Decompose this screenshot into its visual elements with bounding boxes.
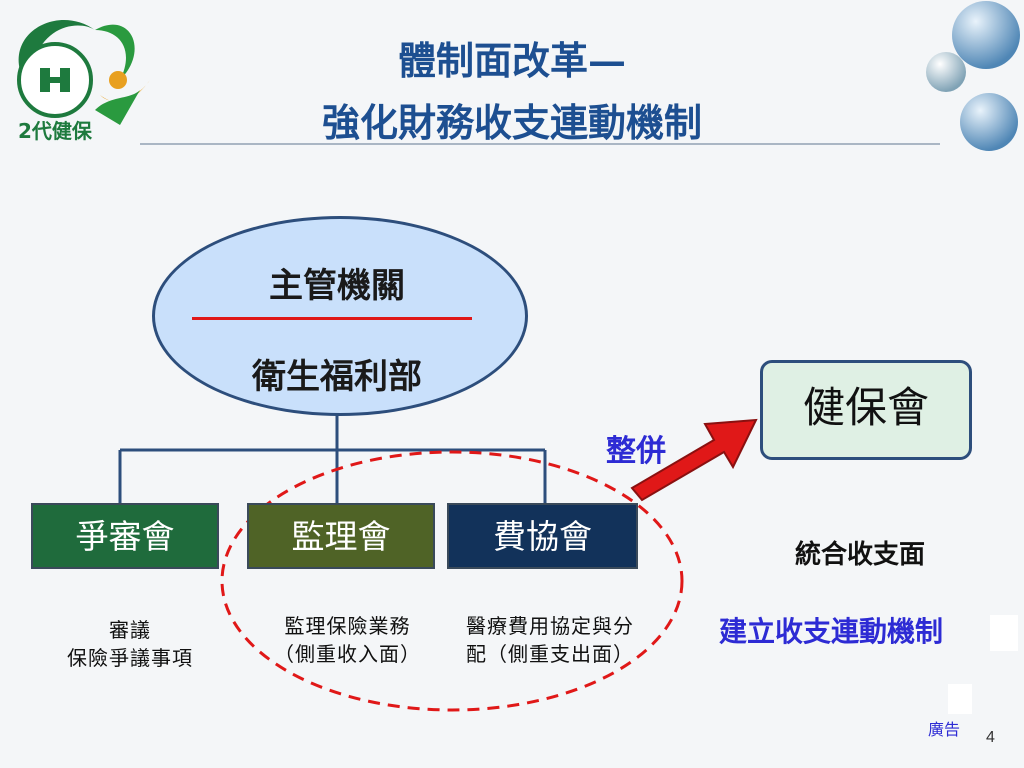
ellipse-divider <box>192 317 472 320</box>
linkage-mechanism-text: 建立收支連動機制 <box>719 615 944 648</box>
integrate-text: 統合收支面 <box>795 540 926 570</box>
page-title-line1: 體制面改革— <box>397 38 626 83</box>
box-expenditure-negotiation: 費協會 <box>447 503 638 569</box>
merge-dashed-ellipse <box>220 450 684 712</box>
title-divider <box>140 143 940 145</box>
nhi-2nd-gen-logo: 2代健保 <box>17 19 150 143</box>
white-patch <box>990 615 1018 651</box>
nhi-committee-box: 健保會 <box>760 360 972 460</box>
ministry-ellipse <box>152 216 528 416</box>
box-supervisory: 監理會 <box>247 503 435 569</box>
logo-text: 2代健保 <box>18 119 93 143</box>
page-number: 4 <box>986 729 995 746</box>
desc-line: 保險爭議事項 <box>67 646 193 670</box>
ad-label: 廣告 <box>928 720 961 739</box>
white-patch <box>948 684 972 714</box>
page-title-line2: 強化財務收支連動機制 <box>321 100 702 145</box>
desc-expenditure-negotiation: 醫療費用協定與分 配（側重支出面） <box>445 612 655 668</box>
desc-line: 醫療費用協定與分 <box>466 614 634 638</box>
desc-line: 配（側重支出面） <box>466 642 634 666</box>
desc-dispute-review: 審議 保險爭議事項 <box>40 616 220 672</box>
decorative-bubbles <box>926 1 1020 151</box>
merge-label: 整併 <box>606 434 666 469</box>
box-dispute-review: 爭審會 <box>31 503 219 569</box>
ministry-name: 衛生福利部 <box>252 357 422 397</box>
desc-line: 審議 <box>109 618 151 642</box>
desc-line: （側重收入面） <box>274 642 421 666</box>
desc-line: 監理保險業務 <box>284 614 411 638</box>
competent-authority-label: 主管機關 <box>269 266 405 306</box>
desc-supervisory: 監理保險業務 （側重收入面） <box>250 612 445 668</box>
